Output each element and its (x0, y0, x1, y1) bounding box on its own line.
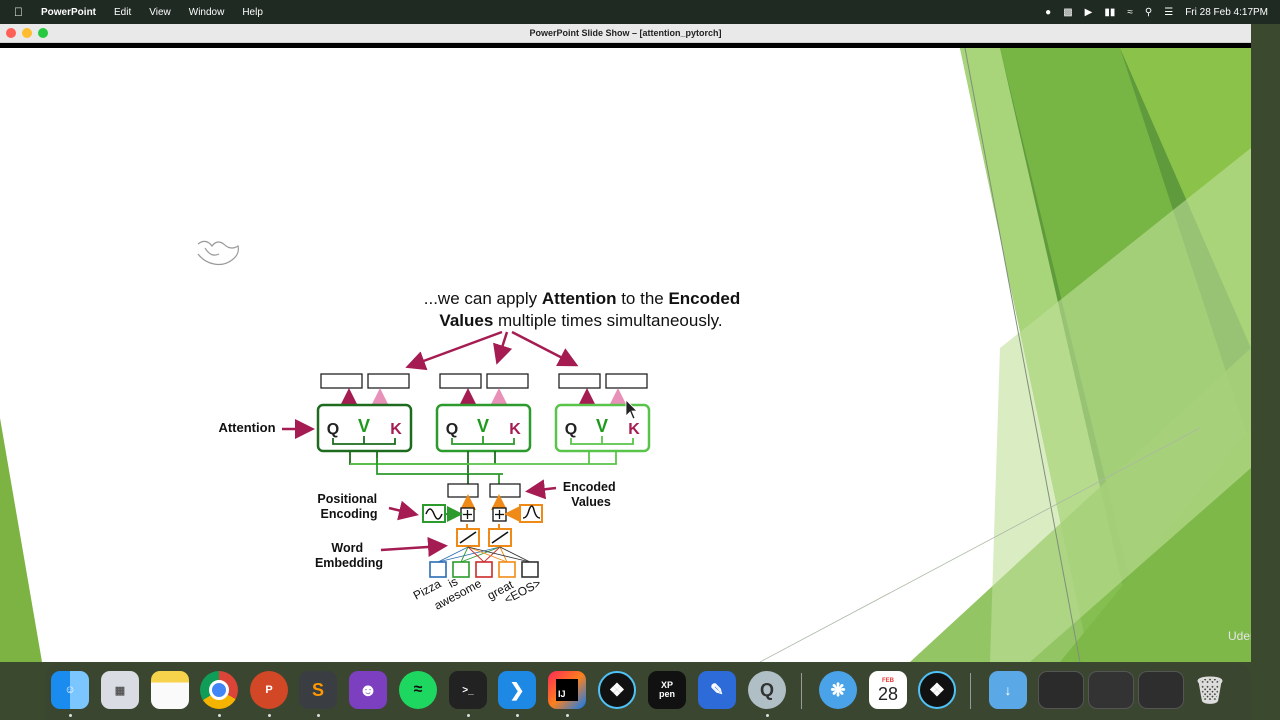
pen-tool-icon[interactable]: ❖ (598, 671, 636, 709)
headline-part-2: Attention (542, 289, 617, 308)
encoded-values-label: Encoded Values (563, 480, 619, 509)
pen-tool-2-icon[interactable]: ❖ (918, 671, 956, 709)
calendar-day: 28 (877, 683, 899, 704)
encoded-values-arrow (525, 479, 557, 500)
headline-part-3: to the (616, 289, 668, 308)
theme-decoration (759, 48, 1251, 662)
theme-decoration-left (0, 418, 42, 662)
battery-icon[interactable]: ▮▮ (1104, 6, 1116, 18)
minimize-button[interactable] (22, 28, 32, 38)
token-boxes (429, 561, 539, 578)
record-icon[interactable]: ● (1045, 6, 1052, 18)
clock[interactable]: Fri 28 Feb 4:17PM (1185, 6, 1268, 18)
attention-cell-1: Q V K (316, 403, 413, 453)
window-title: PowerPoint Slide Show – [attention_pytor… (529, 28, 722, 38)
positional-encoding-label: Positional Encoding (317, 492, 380, 521)
q-label: Q (565, 421, 577, 438)
menu-bar:  PowerPoint Edit View Window Help ● ▩ ▶… (0, 0, 1280, 24)
dock: ☺ ▦ P S ☻ ≈ >_ ❯ IJ ❖ XP pen ✎ Q ❋ FEB 2… (45, 663, 1251, 720)
headline-part-1: ...we can apply (424, 289, 542, 308)
token-embedding-lines (437, 546, 531, 563)
q-label: Q (446, 421, 458, 438)
udemy-watermark: Udemy (1228, 629, 1251, 643)
menu-app-name[interactable]: PowerPoint (32, 6, 96, 18)
k-label: K (509, 421, 521, 438)
xp-pen-icon[interactable]: XP pen (648, 671, 686, 709)
menu-window[interactable]: Window (179, 6, 225, 18)
control-center-icon[interactable]: ☰ (1164, 6, 1174, 18)
search-icon[interactable]: ⚲ (1144, 6, 1153, 18)
finder-icon[interactable]: ☺ (51, 671, 89, 709)
headline-part-5: Values (439, 311, 493, 330)
slide-headline-line2: Values multiple times simultaneously. (439, 311, 722, 330)
k-label: K (628, 421, 640, 438)
notes-icon[interactable] (151, 671, 189, 709)
close-button[interactable] (6, 28, 16, 38)
word-embedding-arrow (380, 536, 448, 557)
launchpad-icon[interactable]: ▦ (101, 671, 139, 709)
intellij-icon[interactable]: IJ (548, 671, 586, 709)
safari-icon[interactable]: ❋ (819, 671, 857, 709)
trash-icon[interactable]: 🗑 (1193, 674, 1227, 705)
positional-sine-2 (519, 504, 543, 523)
menu-edit[interactable]: Edit (105, 6, 131, 18)
v-label: V (477, 416, 489, 436)
attention-cell-2: Q V K (435, 403, 532, 453)
play-icon[interactable]: ▶ (1084, 6, 1093, 18)
positional-sine-1 (422, 504, 446, 523)
zoom-button[interactable] (38, 28, 48, 38)
attention-cell-3: Q V K (554, 403, 651, 453)
encoded-value-boxes (447, 483, 521, 498)
slide-headline-line1: ...we can apply Attention to the Encoded (424, 289, 741, 308)
quicktime-icon[interactable]: Q (748, 671, 786, 709)
add-positional-boxes (460, 507, 507, 522)
powerpoint-window: PowerPoint Slide Show – [attention_pytor… (0, 24, 1251, 662)
wifi-icon[interactable]: ≈ (1127, 6, 1133, 18)
k-label: K (390, 421, 402, 438)
screen-share-icon[interactable]: ▩ (1063, 6, 1073, 18)
spotify-icon[interactable]: ≈ (399, 671, 437, 709)
mouse-cursor (625, 399, 638, 420)
word-embedding-label: Word Embedding (315, 541, 383, 570)
window-thumb-2[interactable] (1088, 671, 1134, 709)
v-label: V (596, 416, 608, 436)
v-label: V (358, 416, 370, 436)
squiggle-logo-icon (197, 240, 239, 266)
slide-canvas[interactable]: ...we can apply Attention to the Encoded… (0, 48, 1251, 662)
output-boxes (320, 373, 648, 389)
window-thumb-3[interactable] (1138, 671, 1184, 709)
calendar-month: FEB (882, 677, 894, 684)
calendar-icon[interactable]: FEB 28 (869, 671, 907, 709)
pencil-app-icon[interactable]: ✎ (698, 671, 736, 709)
github-desktop-icon[interactable]: ☻ (349, 671, 387, 709)
attention-output-arrows (341, 388, 626, 404)
menu-help[interactable]: Help (233, 6, 263, 18)
vscode-icon[interactable]: ❯ (498, 671, 536, 709)
sublime-text-icon[interactable]: S (299, 671, 337, 709)
window-titlebar: PowerPoint Slide Show – [attention_pytor… (0, 24, 1251, 43)
headline-part-6: multiple times simultaneously. (493, 311, 722, 330)
positional-encoding-arrow (388, 500, 419, 521)
connection-lines (349, 451, 617, 484)
headline-arrows (405, 330, 579, 371)
apple-icon[interactable]:  (14, 5, 23, 19)
chrome-icon[interactable] (200, 671, 238, 709)
attention-label: Attention (218, 420, 275, 435)
window-thumb-1[interactable] (1038, 671, 1084, 709)
menu-view[interactable]: View (140, 6, 171, 18)
downloads-folder-icon[interactable]: ↓ (989, 671, 1027, 709)
terminal-icon[interactable]: >_ (449, 671, 487, 709)
token-awesome: awesome (432, 576, 484, 613)
headline-part-4: Encoded (668, 289, 740, 308)
word-embedding-boxes (456, 528, 512, 547)
q-label: Q (327, 421, 339, 438)
powerpoint-icon[interactable]: P (250, 671, 288, 709)
